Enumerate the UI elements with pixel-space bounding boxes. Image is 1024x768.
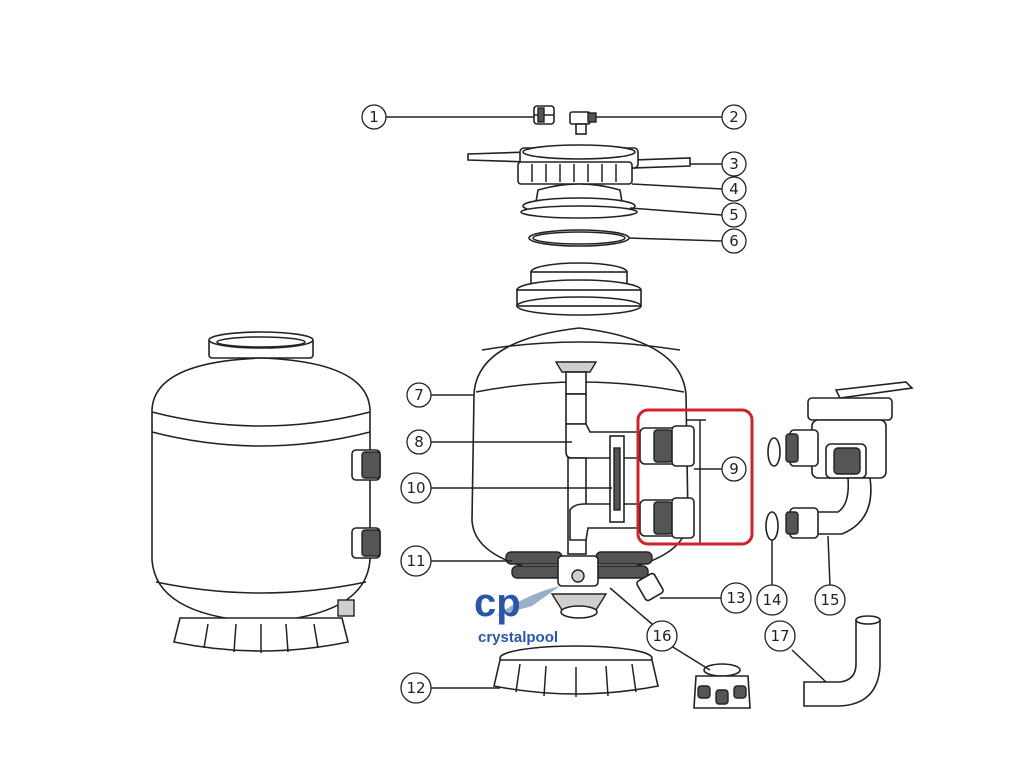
highlight-box-part-9 [636, 408, 754, 546]
callout-9: 9 [721, 456, 747, 482]
logo-mark: cp [474, 581, 521, 625]
part-13-drain [636, 572, 664, 602]
part-flange [516, 262, 642, 316]
part-15-multiport-valve [785, 381, 914, 539]
svg-text:13: 13 [726, 589, 745, 607]
diffuser-and-pipes [554, 361, 641, 555]
svg-text:17: 17 [770, 627, 789, 645]
svg-text:12: 12 [406, 679, 425, 697]
svg-text:14: 14 [762, 591, 781, 609]
logo-wordmark: crystalpool [478, 629, 558, 646]
callout-11: 11 [400, 545, 432, 577]
callout-8: 8 [406, 429, 432, 455]
callout-6: 6 [721, 228, 747, 254]
svg-text:16: 16 [652, 627, 671, 645]
part-3-lid-handle [467, 144, 691, 169]
svg-text:6: 6 [729, 232, 739, 250]
part-12-base [493, 645, 659, 697]
callout-12: 12 [400, 672, 432, 704]
part-16-hub [550, 593, 608, 619]
part-17-elbow-pipe [803, 615, 881, 707]
svg-text:5: 5 [729, 206, 739, 224]
svg-text:8: 8 [414, 433, 424, 451]
part-6-o-ring [528, 229, 630, 247]
callout-1: 1 [361, 104, 387, 130]
assembled-filter-tank [151, 331, 381, 653]
callout-3: 3 [721, 151, 747, 177]
leader-lines [386, 116, 831, 689]
svg-text:15: 15 [820, 591, 839, 609]
logo-swoosh [496, 586, 560, 616]
part-2-pressure-gauge-connector [569, 111, 597, 135]
part-14-o-rings [765, 437, 781, 541]
callout-4: 4 [721, 176, 747, 202]
callout-2: 2 [721, 104, 747, 130]
svg-text:9: 9 [729, 460, 739, 478]
svg-text:3: 3 [729, 155, 739, 173]
part-1-air-release-cap [533, 105, 555, 125]
callout-17: 17 [764, 620, 796, 652]
part-5-lid-dome [520, 183, 638, 219]
callout-14: 14 [756, 584, 788, 616]
callout-15: 15 [814, 584, 846, 616]
part-11-laterals [505, 551, 653, 587]
svg-text:11: 11 [406, 552, 425, 570]
callout-16: 16 [646, 620, 678, 652]
svg-text:2: 2 [729, 108, 739, 126]
part-9-valve-unions [639, 419, 706, 545]
svg-text:10: 10 [406, 479, 425, 497]
svg-text:1: 1 [369, 108, 379, 126]
part-4-lid-ring [517, 161, 633, 185]
svg-text:7: 7 [414, 386, 424, 404]
callout-5: 5 [721, 202, 747, 228]
callout-10: 10 [400, 472, 432, 504]
callout-7: 7 [406, 382, 432, 408]
svg-text:4: 4 [729, 180, 739, 198]
callout-13: 13 [720, 582, 752, 614]
part-16-hub-exploded [693, 663, 751, 709]
crystalpool-logo: cp crystalpool [474, 581, 560, 646]
